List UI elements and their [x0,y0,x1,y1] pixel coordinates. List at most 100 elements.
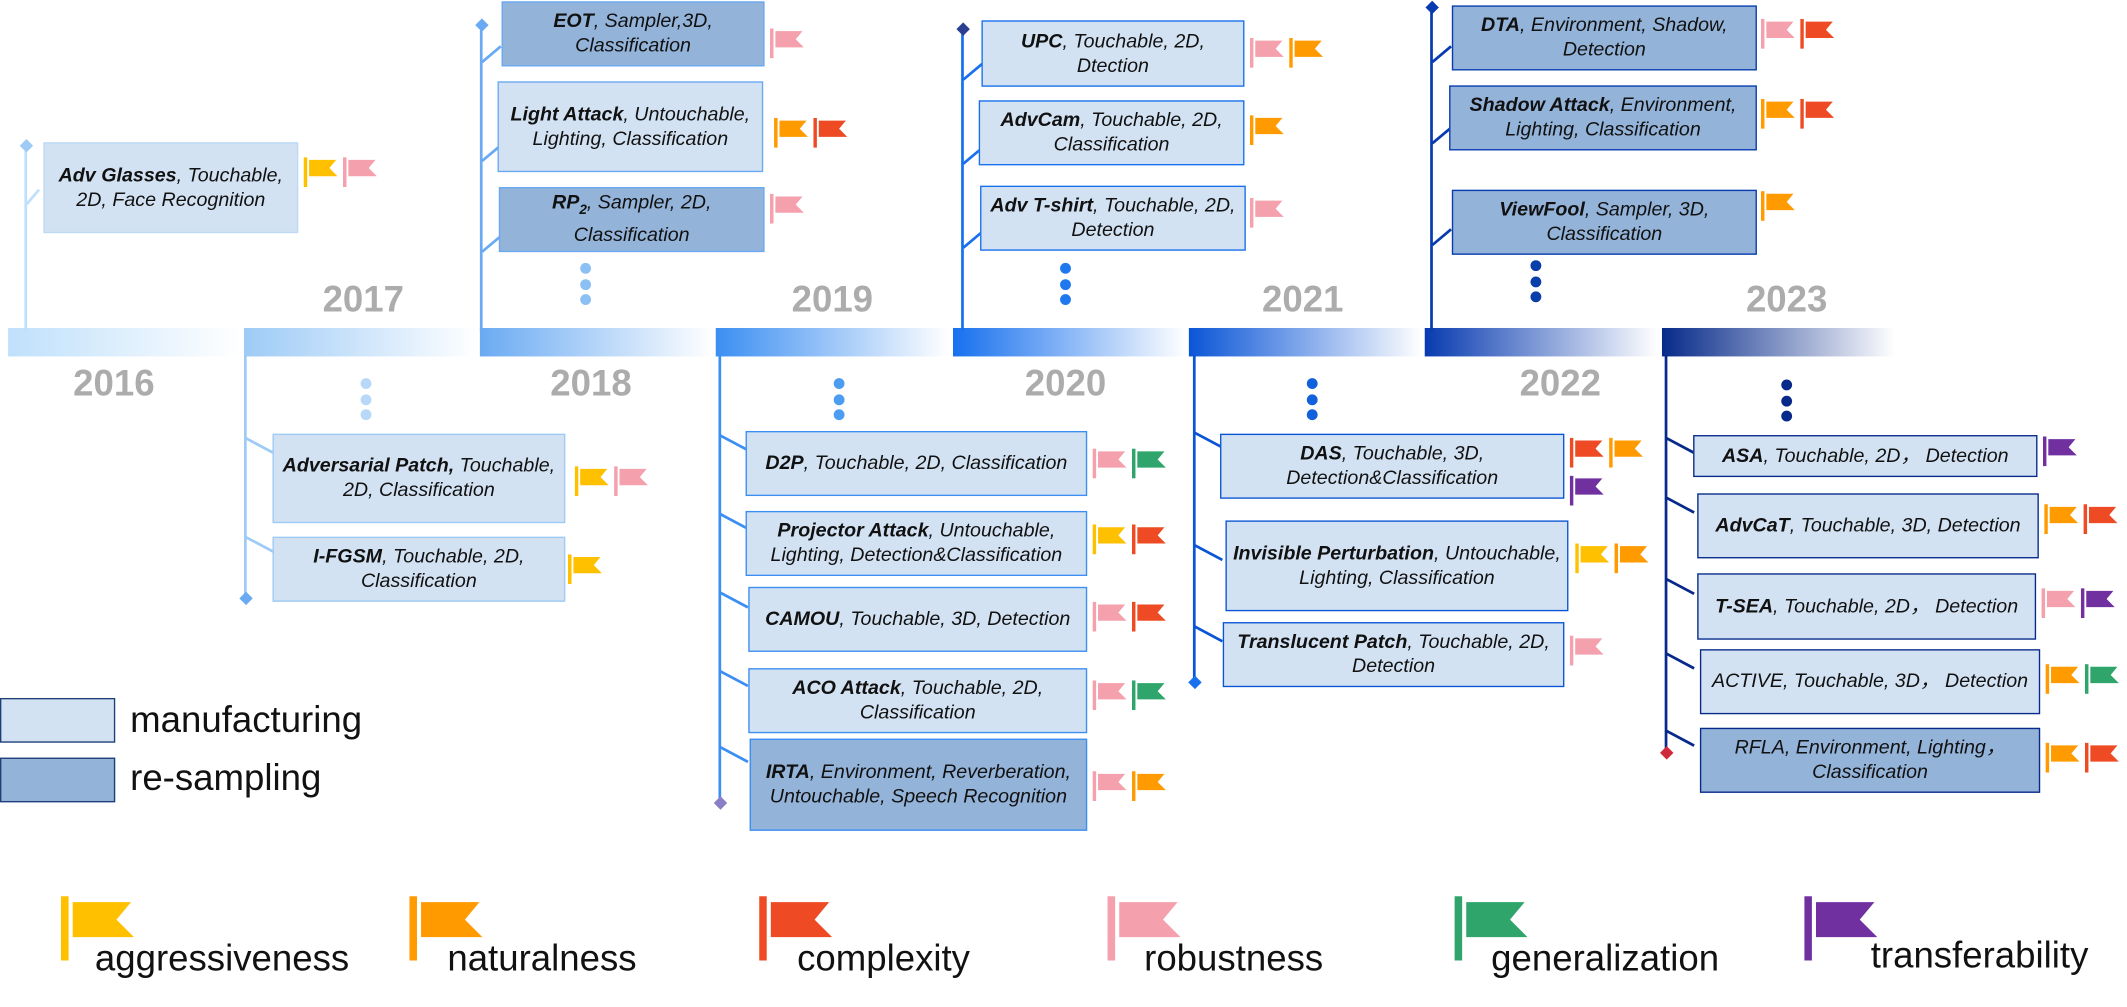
flag-naturalness-icon [1609,437,1644,468]
paper-details: , Touchable, 3D, Detection [839,608,1071,631]
flag-naturalness-icon [1760,98,1796,129]
paper-box-rp2: RP2, Sampler, 2D, Classification [498,187,765,253]
paper-text: ACO Attack, Touchable, 2D, Classificatio… [755,676,1080,725]
paper-name: Shadow Attack [1469,94,1610,117]
box-connector [718,433,749,451]
paper-box-translucent-patch: Translucent Patch, Touchable, 2D, Detect… [1222,622,1565,688]
paper-name: I-FGSM [313,546,383,568]
flag-generalization-icon [2084,664,2120,694]
paper-name: D2P [765,452,804,475]
paper-details: , Environment, Lighting, Classification [1505,94,1737,141]
paper-text: ACTIVE, Touchable, 3D， Detection [1711,670,2029,693]
legend-label-robustness: robustness [1144,937,1324,979]
paper-box-camou: CAMOU, Touchable, 3D, Detection [748,586,1088,652]
flag-generalization-icon [1131,680,1167,711]
timeline-segment-2023 [1661,327,1896,357]
paper-details: , Touchable, 2D, Classification [803,452,1068,475]
paper-box-d2p: D2P, Touchable, 2D, Classification [745,430,1088,497]
paper-name: Translucent Patch [1237,631,1408,654]
flag-robustness-icon [614,466,649,497]
paper-text: ViewFool, Sampler, 3D, Classification [1459,198,1750,247]
paper-text: Adv Glasses, Touchable, 2D, Face Recogni… [50,163,291,212]
legend-manufacturing-swatch [0,697,116,743]
flag-robustness-icon [769,193,805,224]
paper-name: Invisible Perturbation [1233,542,1435,565]
flag-complexity-icon [1800,98,1835,129]
flag-naturalness-icon [1249,115,1285,146]
flag-robustness-icon [342,157,378,188]
ellipsis-dots [1306,378,1318,425]
ellipsis-dots [1060,262,1071,310]
paper-text: DAS, Touchable, 3D, Detection&Classifica… [1227,442,1558,491]
paper-name: ViewFool [1499,199,1585,221]
paper-name: ASA [1721,445,1764,467]
paper-text: Projector Attack, Untouchable, Lighting,… [752,519,1080,568]
box-connector [718,745,749,763]
legend-resampling-label: re-sampling [130,757,322,799]
flag-robustness-icon [1092,601,1128,632]
year-label-2021: 2021 [1262,279,1344,320]
paper-box-viewfool: ViewFool, Sampler, 3D, Classification [1451,189,1757,255]
paper-box-dta: DTA, Environment, Shadow, Detection [1451,5,1757,71]
connector-line-2023 [1664,355,1668,753]
paper-details: , Untouchable, Lighting, Classification [1299,542,1561,589]
paper-name: RP2 [552,192,587,219]
year-label-2022: 2022 [1519,363,1602,404]
paper-details: , Sampler, 2D, Classification [573,192,712,247]
paper-details: , Touchable, 3D, Detection&Classificatio… [1286,443,1499,490]
flag-robustness-icon [1092,448,1128,479]
legend-label-generalization: generalization [1491,937,1720,979]
paper-details: , Touchable, 2D, Classification [360,546,525,593]
flag-robustness-icon [1092,680,1128,711]
paper-name: Light Attack [510,103,624,126]
legend-label-complexity: complexity [797,937,970,979]
paper-details: , Touchable, 2D, Detection [1352,631,1550,678]
paper-text: DTA, Environment, Shadow, Detection [1459,14,1750,63]
paper-box-upc: UPC, Touchable, 2D, Dtection [981,20,1245,87]
paper-text: CAMOU, Touchable, 3D, Detection [765,607,1070,631]
paper-name: Projector Attack [777,520,929,543]
flag-naturalness-icon [2044,504,2079,534]
paper-name: T-SEA [1715,595,1774,618]
legend-flag-icon-transferability [1804,893,1880,963]
timeline-segment-2021 [1188,327,1423,357]
ellipsis-dots [360,378,372,425]
paper-text: EOT, Sampler,3D, Classification [508,9,757,58]
connector-line-2021 [1192,355,1196,682]
paper-details: , Touchable, 2D， Detection [1773,595,2019,618]
flag-aggressiveness-icon [567,554,603,585]
paper-box-active: ACTIVE, Touchable, 3D， Detection [1699,649,2041,715]
paper-name: DTA [1481,14,1521,37]
box-connector [1431,228,1452,246]
line-end-bullet [955,21,970,36]
paper-text: UPC, Touchable, 2D, Dtection [988,29,1237,78]
paper-box-adv-t-shirt: Adv T-shirt, Touchable, 2D, Detection [980,185,1246,251]
timeline-segment-2020 [952,327,1187,357]
line-end-bullet [1424,0,1439,14]
line-end-bullet [713,795,727,810]
paper-details: , Sampler,3D, Classification [575,10,713,57]
paper-box-light-attack: Light Attack, Untouchable, Lighting, Cla… [497,81,764,173]
ellipsis-dots [833,378,845,425]
paper-details: , Touchable, 2D, Classification [859,677,1044,724]
paper-text: AdvCam, Touchable, 2D, Classification [986,108,1238,157]
paper-name: UPC [1020,30,1063,53]
line-end-bullet [1659,745,1673,759]
box-connector [1665,496,1695,514]
paper-name: CAMOU [765,608,840,631]
ellipsis-dots [1530,260,1542,307]
paper-details: , Sampler, 3D, Classification [1546,199,1710,246]
flag-complexity-icon [1131,601,1167,632]
paper-details: , Untouchable, Lighting, Classification [532,103,751,150]
paper-details: , Touchable, 2D， Detection [1763,445,2009,467]
year-label-2019: 2019 [791,279,874,320]
paper-text: Invisible Perturbation, Untouchable, Lig… [1232,541,1561,590]
line-end-bullet [1187,675,1201,689]
timeline-segment-2017 [244,327,478,357]
connector-line-2016 [24,145,28,331]
legend-manufacturing-label: manufacturing [130,699,363,740]
flag-naturalness-icon [1289,37,1324,68]
legend-flag-icon-aggressiveness [61,893,137,963]
paper-name: Adversarial Patch, [282,455,455,478]
